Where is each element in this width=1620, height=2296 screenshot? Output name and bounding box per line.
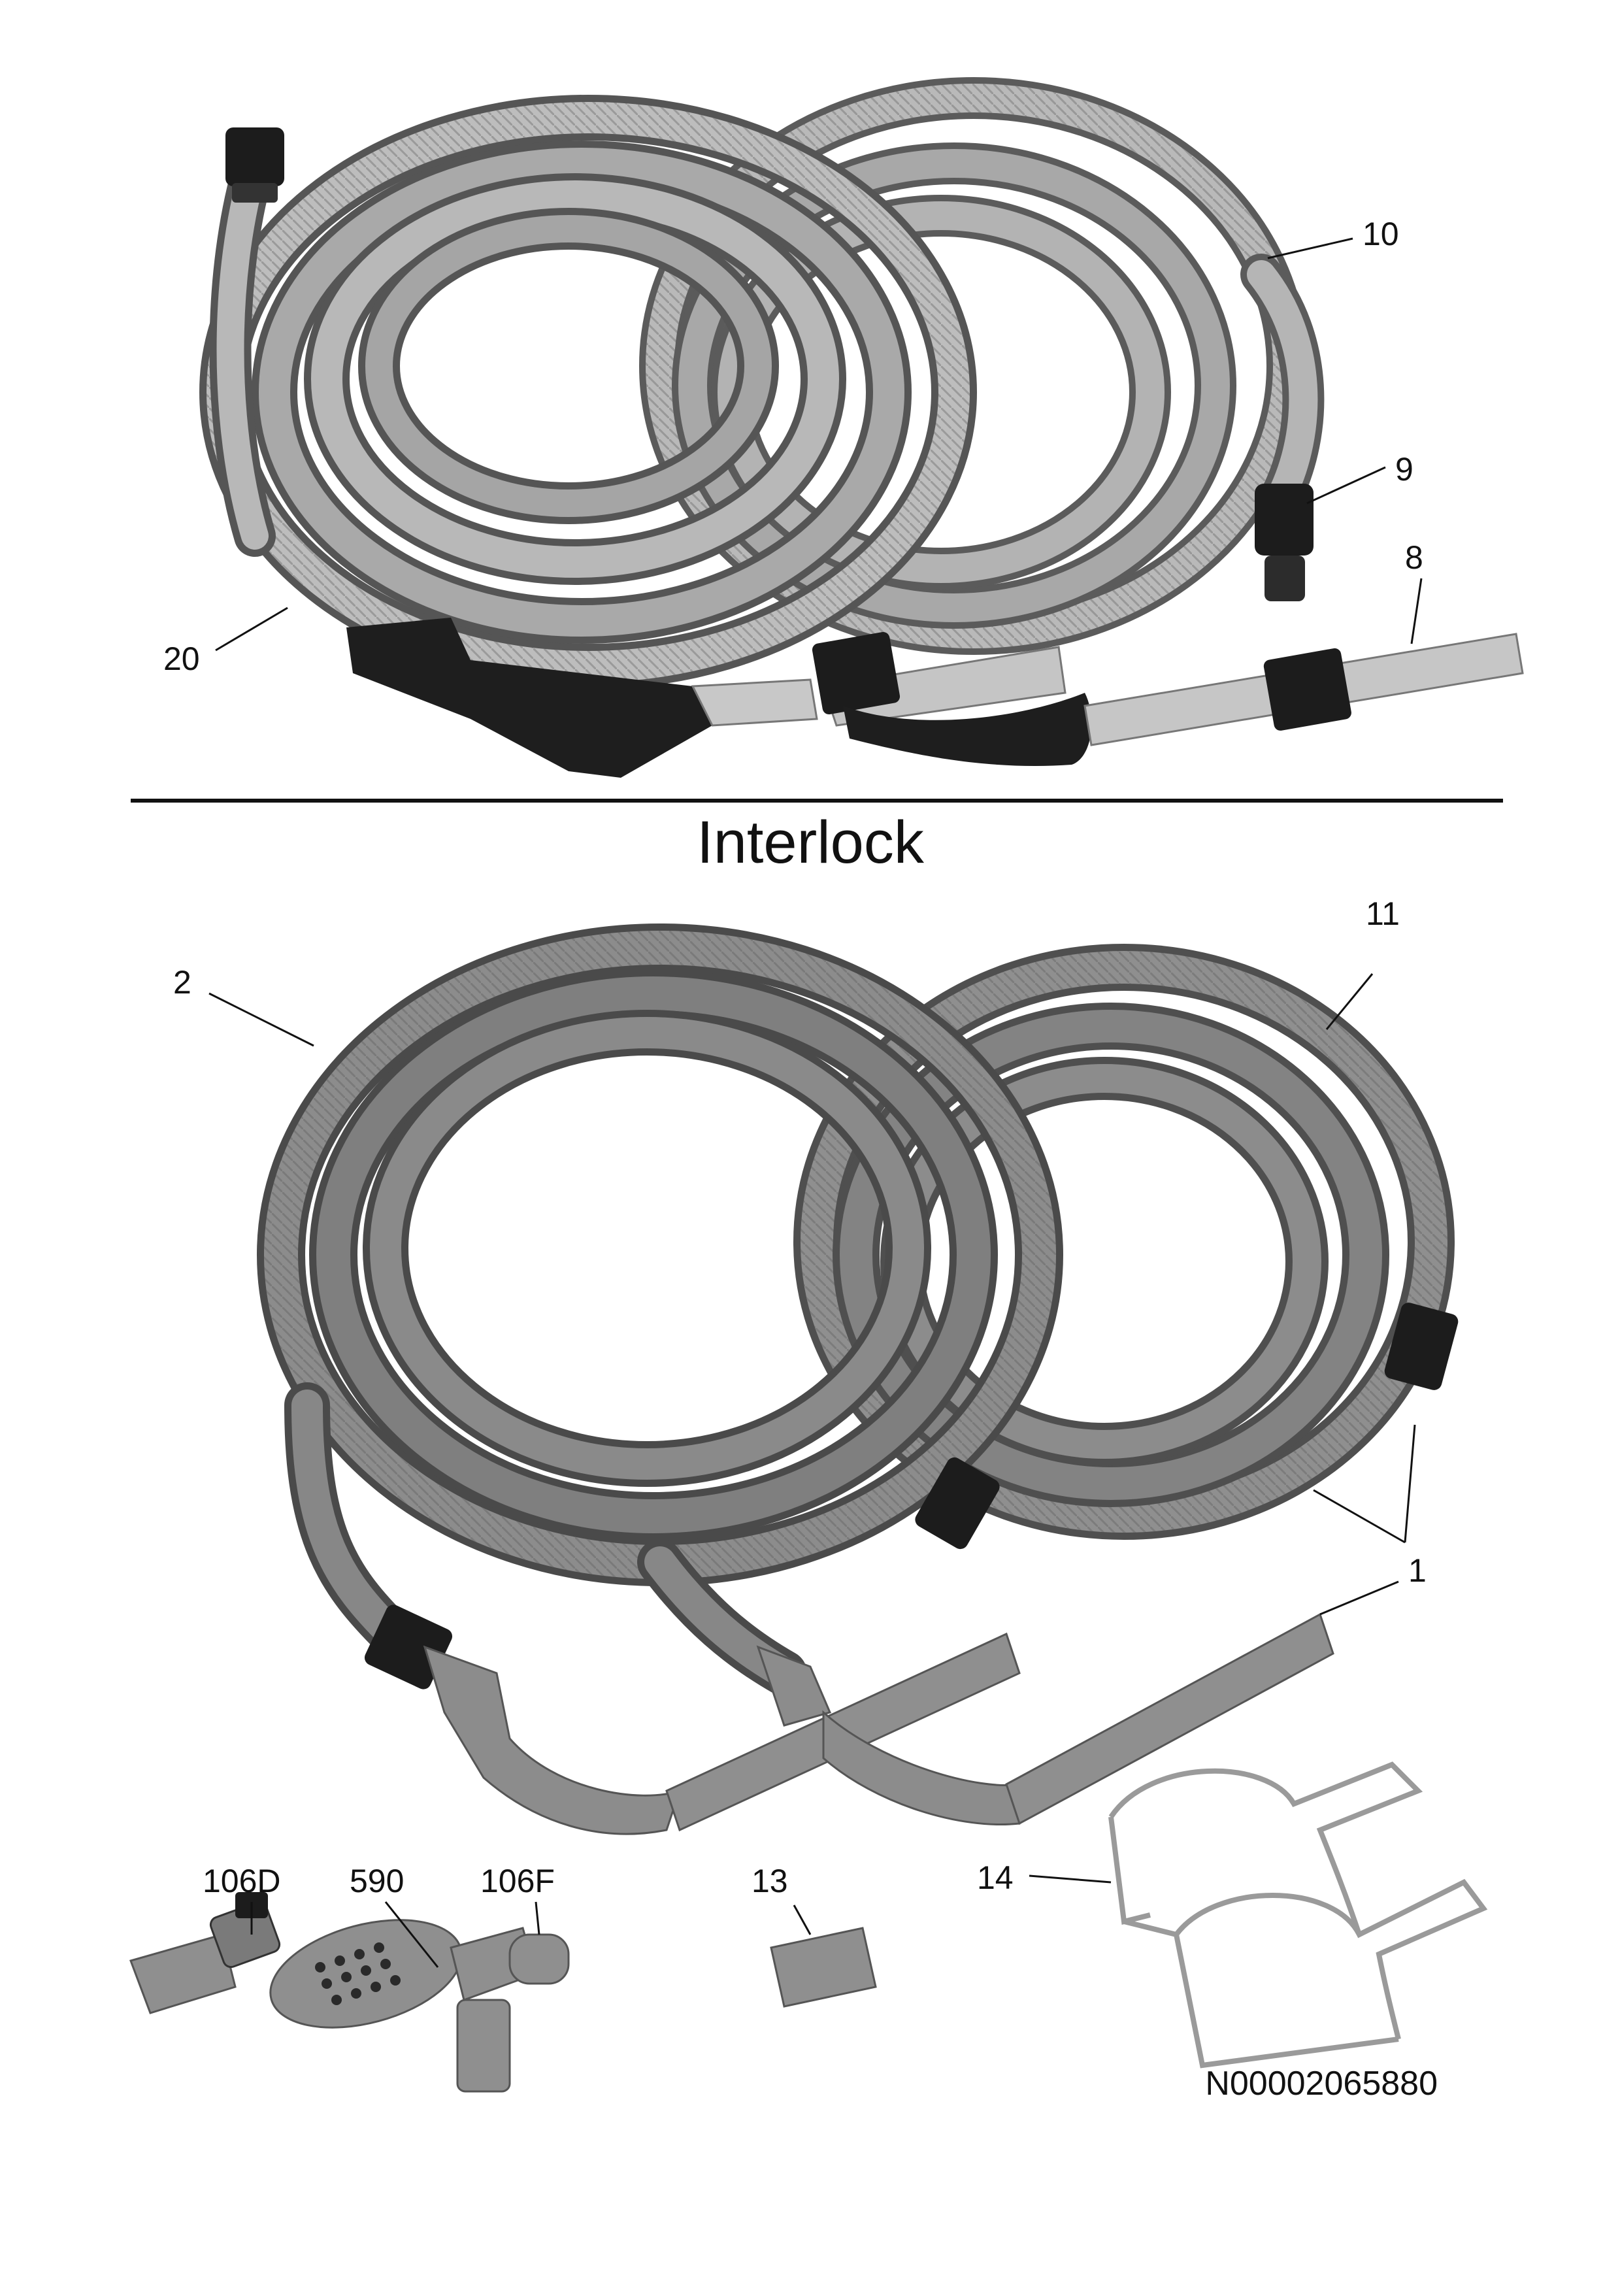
callout-2: 2 bbox=[173, 964, 191, 1001]
hose-10-coil bbox=[639, 77, 1325, 655]
handle-wand-11 bbox=[756, 1612, 1334, 1826]
hose-swivel-cuff bbox=[225, 127, 284, 203]
callout-8: 8 bbox=[1405, 539, 1423, 576]
hose-20-coil bbox=[199, 95, 977, 690]
callout-11: 11 bbox=[1366, 895, 1400, 932]
top-hose-assembly bbox=[199, 77, 1524, 778]
hose-11-coil bbox=[793, 944, 1455, 1540]
callout-10: 10 bbox=[1363, 216, 1399, 252]
callout-14: 14 bbox=[977, 1859, 1014, 1896]
bottom-hose-assembly bbox=[257, 923, 1459, 1835]
part-14-hanger bbox=[1108, 1761, 1488, 2069]
hose-cuff-9 bbox=[1255, 484, 1314, 601]
callout-9: 9 bbox=[1395, 451, 1413, 488]
hose-cuff-right bbox=[1384, 1303, 1459, 1390]
callout-106d: 106D bbox=[203, 1863, 281, 1899]
callout-leaders bbox=[208, 237, 1423, 1968]
wand-8 bbox=[812, 632, 1524, 766]
callout-20: 20 bbox=[163, 641, 200, 677]
handle-20 bbox=[346, 618, 818, 778]
callout-590: 590 bbox=[350, 1863, 404, 1899]
section-title: Interlock bbox=[697, 809, 925, 876]
adapter-holes bbox=[315, 1942, 401, 2005]
hose-cuff-left bbox=[915, 1457, 1000, 1550]
document-number: N00002065880 bbox=[1205, 2065, 1438, 2103]
callout-labels: 10 9 8 20 2 11 1 106D 590 106F 13 14 bbox=[163, 216, 1427, 1899]
callout-13: 13 bbox=[752, 1863, 788, 1899]
part-13-clip bbox=[770, 1927, 877, 2008]
adapter-assembly bbox=[129, 1892, 570, 2093]
callout-1: 1 bbox=[1408, 1552, 1427, 1589]
callout-106f: 106F bbox=[480, 1863, 555, 1899]
